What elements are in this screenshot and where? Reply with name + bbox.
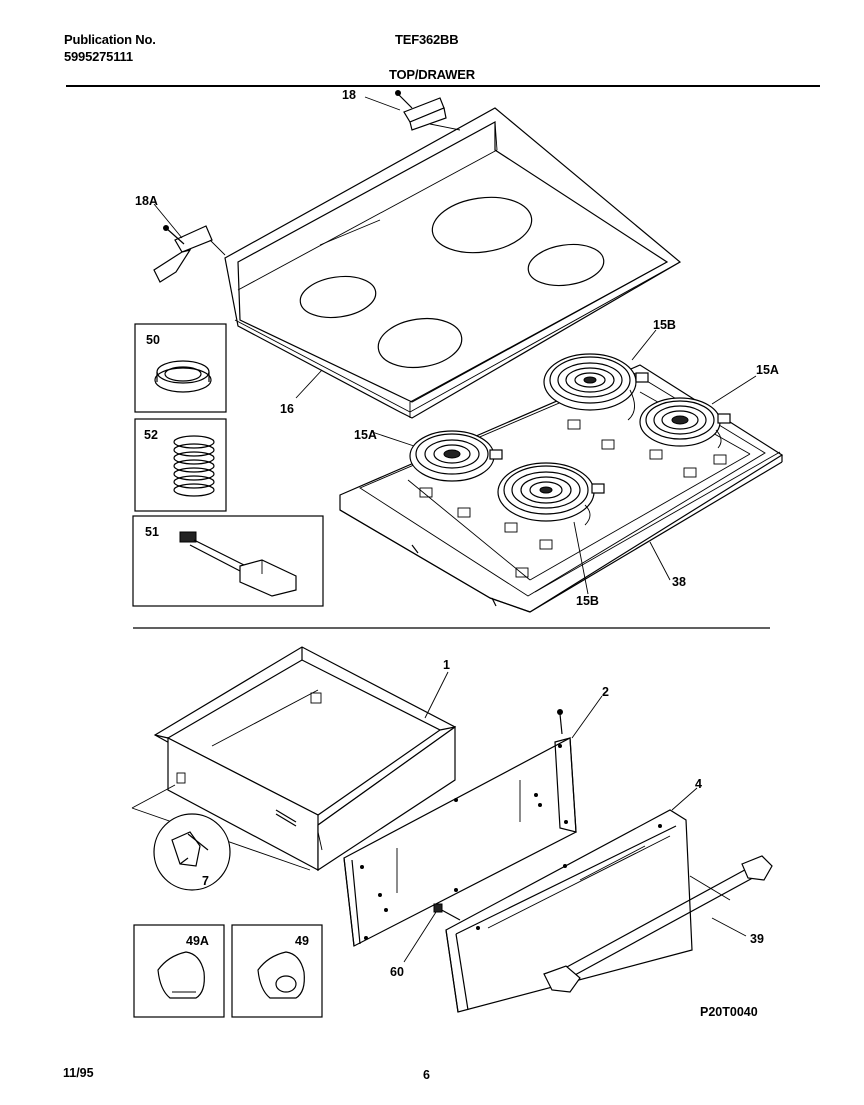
callout-18: 18 bbox=[342, 88, 356, 102]
callout-16: 16 bbox=[280, 402, 294, 416]
box-trim-ring bbox=[134, 323, 227, 413]
callout-2: 2 bbox=[602, 685, 609, 699]
hinge-18 bbox=[364, 90, 461, 131]
screw-60 bbox=[433, 903, 461, 921]
callout-18a: 18A bbox=[135, 194, 158, 208]
element-front-right bbox=[497, 462, 605, 526]
callout-50: 50 bbox=[146, 333, 160, 347]
callout-51: 51 bbox=[145, 525, 159, 539]
box-wire-harness bbox=[132, 515, 324, 607]
publication-label: Publication No. bbox=[64, 32, 156, 47]
leader-lines bbox=[295, 329, 757, 963]
hinge-18a bbox=[153, 203, 226, 283]
drawer-front bbox=[445, 809, 731, 1013]
callout-52: 52 bbox=[144, 428, 158, 442]
element-front-left bbox=[409, 430, 503, 482]
clip-detail bbox=[131, 784, 311, 891]
callout-4: 4 bbox=[695, 777, 702, 791]
callout-15b-rear: 15B bbox=[653, 318, 676, 332]
callout-60: 60 bbox=[390, 965, 404, 979]
model-number: TEF362BB bbox=[395, 32, 459, 47]
callout-7: 7 bbox=[202, 874, 209, 888]
callout-49a: 49A bbox=[186, 934, 209, 948]
handle bbox=[543, 855, 773, 993]
footer-date: 11/95 bbox=[63, 1066, 94, 1080]
drawing-id: P20T0040 bbox=[700, 1005, 758, 1019]
publication-number: 5995275111 bbox=[64, 49, 133, 64]
element-rear-right bbox=[639, 397, 731, 449]
callout-15a-rear: 15A bbox=[756, 363, 779, 377]
page-number: 6 bbox=[423, 1068, 430, 1082]
callout-15b-front: 15B bbox=[576, 594, 599, 608]
callout-38: 38 bbox=[672, 575, 686, 589]
box-coil-spring bbox=[134, 418, 227, 512]
box-knob-49a bbox=[133, 924, 225, 1018]
callout-1: 1 bbox=[443, 658, 450, 672]
cooktop bbox=[224, 107, 682, 419]
drawer-panel bbox=[343, 709, 577, 947]
callout-39: 39 bbox=[750, 932, 764, 946]
box-knob-49 bbox=[231, 924, 323, 1018]
section-title: TOP/DRAWER bbox=[389, 67, 475, 82]
callout-15a-front: 15A bbox=[354, 428, 377, 442]
callout-49: 49 bbox=[295, 934, 309, 948]
drawer bbox=[153, 646, 457, 872]
element-rear-left bbox=[543, 353, 649, 421]
